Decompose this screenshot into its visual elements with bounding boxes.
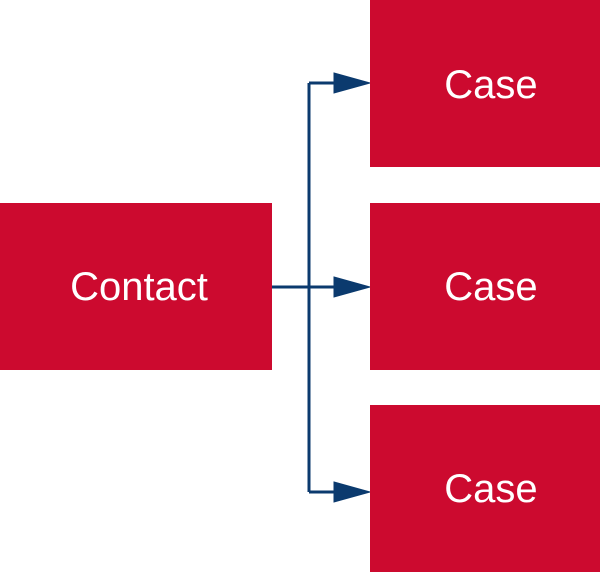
case-box-3-rect <box>370 405 600 572</box>
arrowhead-case-1 <box>333 72 372 94</box>
case-box-2[interactable]: Case <box>370 203 600 370</box>
case-box-3-label: Case <box>444 467 537 511</box>
arrowhead-case-3 <box>333 481 372 503</box>
case-box-2-label: Case <box>444 265 537 309</box>
case-box-2-rect <box>370 203 600 370</box>
case-box-3[interactable]: Case <box>370 405 600 572</box>
contact-box[interactable]: Contact <box>0 203 272 370</box>
case-box-1-rect <box>370 0 600 167</box>
case-box-1[interactable]: Case <box>370 0 600 167</box>
case-box-1-label: Case <box>444 63 537 107</box>
arrowhead-case-2 <box>333 276 372 298</box>
contact-box-label: Contact <box>70 265 208 309</box>
contact-box-rect <box>0 203 272 370</box>
connectors <box>272 72 372 503</box>
